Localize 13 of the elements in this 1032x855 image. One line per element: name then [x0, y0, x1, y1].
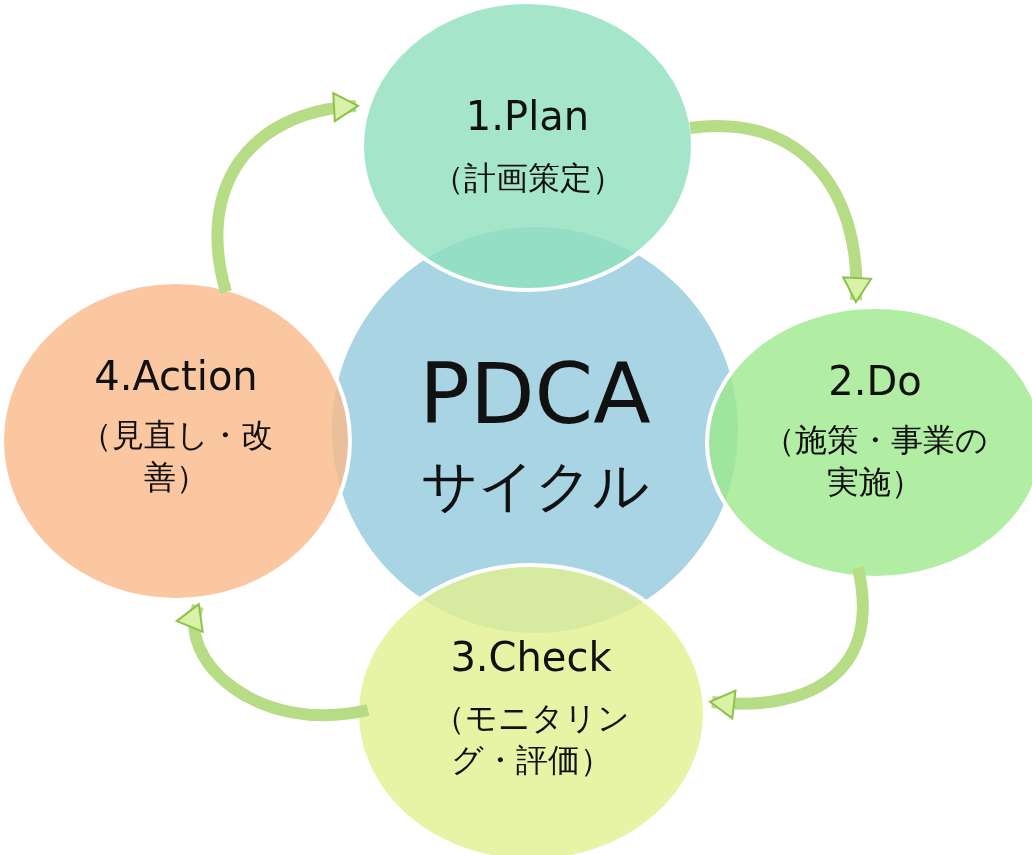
stage-description: サイクル: [420, 452, 650, 520]
curved-arrow: [689, 119, 872, 303]
stage-title: 2.Do: [827, 357, 923, 406]
stage-description: （モニタリング・評価）: [431, 698, 631, 781]
stage-description: （計画策定）: [430, 158, 625, 199]
stage-title: PDCA: [418, 344, 652, 445]
stage-title: 1.Plan: [464, 92, 591, 141]
stage-description: （施策・事業の実施）: [761, 420, 989, 503]
stage-description: （見直し・改善）: [78, 415, 274, 498]
curved-arrow: [211, 93, 359, 294]
curved-arrow: [709, 567, 869, 719]
stage-title: 3.Check: [449, 633, 613, 682]
stage-title: 4.Action: [93, 352, 259, 401]
